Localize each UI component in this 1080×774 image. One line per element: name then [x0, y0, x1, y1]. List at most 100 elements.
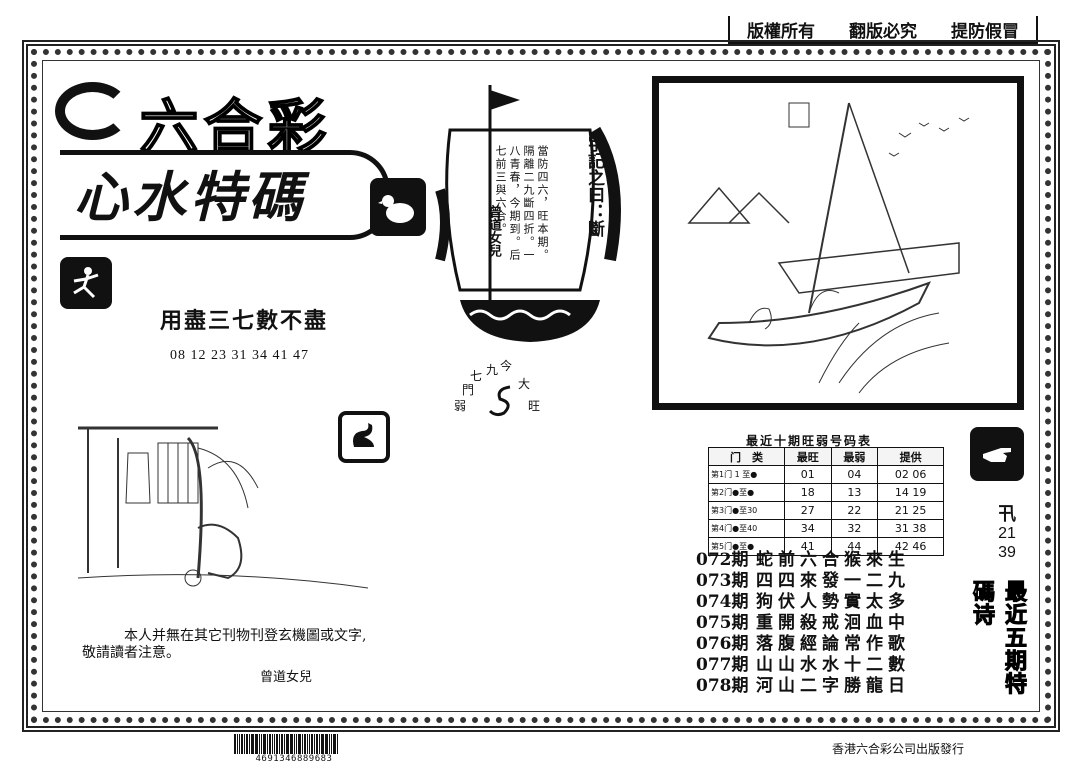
provide-cell: 42 46 — [877, 537, 944, 556]
table-title: 最近十期旺弱号码表 — [746, 434, 873, 448]
lucky-numbers: 08 12 23 31 34 41 47 — [170, 348, 309, 363]
barcode-bar — [321, 734, 324, 754]
disclaimer-signature: 曾道女兒 — [260, 670, 313, 685]
barcode-bar — [239, 734, 240, 754]
hot-cell: 34 — [784, 519, 832, 538]
list-item: 075期重開殺戒洄血中 — [696, 613, 936, 634]
seal-char: 九 — [486, 363, 499, 377]
seal-char: 今 — [500, 359, 513, 373]
notice-no-reprint: 翻版必究 — [849, 21, 917, 42]
barcode-bar — [276, 734, 278, 754]
table-row: 第1门 1 至● 01 04 02 06 — [708, 465, 944, 484]
period-verse: 落腹經論常作歌 — [756, 634, 910, 654]
barcode-bar — [319, 734, 320, 754]
sail-verse: 當防四六，旺本期。隔離二九斷四折。一八青春，今期到。后七前三與六合。 — [494, 145, 549, 262]
weak-cell: 32 — [830, 519, 879, 538]
door-cell: 第2门●至● — [708, 483, 785, 502]
disclaimer: 本人并無在其它刊物刊登玄機圖或文字, 敬請讀者注意。 — [82, 628, 392, 662]
seal-char: 七 — [470, 369, 483, 383]
dancer-icon — [60, 257, 112, 309]
door-cell: 第5门●至● — [708, 537, 785, 556]
barcode-bar — [290, 734, 293, 754]
page-border — [22, 40, 1060, 732]
barcode-bar — [286, 734, 289, 754]
barcode-bar — [333, 734, 336, 754]
pointing-hand-icon — [970, 427, 1024, 481]
barcode-bar — [302, 734, 303, 754]
hot-cell: 01 — [784, 465, 832, 484]
barcode-bar — [246, 734, 248, 754]
weak-cell: 13 — [830, 483, 879, 502]
barcode-bar — [294, 734, 295, 754]
side-label: 最近五期特碼诗 — [969, 580, 1028, 696]
sail-signature: 曾道女兒 — [486, 205, 501, 257]
list-item: 078期河山二字勝龍日 — [696, 676, 936, 697]
disclaimer-line-2: 敬請讀者注意。 — [82, 645, 180, 661]
barcode-bar — [314, 734, 315, 754]
door-cell: 第4门●至40 — [708, 519, 785, 538]
barcode-bar — [255, 734, 258, 754]
side-glyph: 卂 — [998, 504, 1016, 524]
weak-cell: 04 — [830, 465, 879, 484]
notice-copyright: 版權所有 — [747, 21, 815, 42]
table-row: 第2门●至● 18 13 14 19 — [708, 483, 944, 502]
page-subtitle: 心水特碼 — [60, 150, 390, 240]
barcode-bar — [337, 734, 338, 754]
col-header-provide: 提供 — [877, 447, 944, 466]
col-header-door: 门 类 — [708, 447, 785, 466]
period-id: 072期 — [696, 550, 749, 570]
period-id: 075期 — [696, 613, 749, 633]
snake-seal: 今 九 七 大 門 弱 旺 — [440, 355, 570, 425]
period-id: 073期 — [696, 571, 749, 591]
barcode-bar — [272, 734, 273, 754]
period-verses: 072期蛇前六合猴來生 073期四四來發一二九 074期狗伏人勢實太多 075期… — [696, 550, 936, 697]
barcode-number: 4691346889683 — [255, 754, 333, 764]
hen-icon — [370, 178, 426, 236]
provide-cell: 02 06 — [877, 465, 944, 484]
period-id: 078期 — [696, 676, 749, 696]
barcode-bar — [234, 734, 236, 754]
period-verse: 山山水水十二數 — [756, 655, 910, 675]
barcode-bar — [284, 734, 285, 754]
side-numbers: 卂 21 39 — [990, 505, 1024, 562]
sailing-ship-illustration — [435, 85, 621, 342]
side-number-1: 21 — [998, 525, 1016, 542]
period-id: 076期 — [696, 634, 749, 654]
hot-cell: 27 — [784, 501, 832, 520]
period-verse: 狗伏人勢實太多 — [756, 592, 910, 612]
hot-cell: 41 — [784, 537, 832, 556]
seal-char: 門 — [462, 383, 475, 397]
sail-title: 字記之曰：斷 — [584, 135, 604, 237]
period-verse: 蛇前六合猴來生 — [756, 550, 910, 570]
barcode-bar — [311, 734, 313, 754]
disclaimer-line-1: 本人并無在其它刊物刊登玄機圖或文字, — [124, 628, 367, 644]
period-verse: 重開殺戒洄血中 — [756, 613, 910, 633]
barcode-bar — [274, 734, 275, 754]
period-verse: 四四來發一二九 — [756, 571, 910, 591]
list-item: 072期蛇前六合猴來生 — [696, 550, 936, 571]
barcode-bar — [298, 734, 301, 754]
barcode-bar — [331, 734, 332, 754]
publisher: 香港六合彩公司出版發行 — [832, 742, 965, 756]
hot-cold-numbers-table: 门 类 最旺 最弱 提供 第1门 1 至● 01 04 02 06 第2门●至●… — [708, 447, 944, 556]
barcode-bar — [241, 734, 243, 754]
barcode-bar — [263, 734, 266, 754]
notice-beware-fake: 提防假冒 — [951, 21, 1019, 42]
barcode-bar — [237, 734, 238, 754]
provide-cell: 14 19 — [877, 483, 944, 502]
door-cell: 第3门●至30 — [708, 501, 785, 520]
barcode-bars — [234, 734, 354, 754]
barcode-bar — [259, 734, 260, 754]
garden-illustration — [78, 426, 368, 589]
table-row: 第5门●至● 41 44 42 46 — [708, 537, 944, 556]
barcode-bar — [279, 734, 280, 754]
door-cell: 第1门 1 至● — [708, 465, 785, 484]
barcode-bar — [325, 734, 328, 754]
barcode-bar — [309, 734, 310, 754]
provide-cell: 21 25 — [877, 501, 944, 520]
weak-cell: 22 — [830, 501, 879, 520]
barcode-bar — [261, 734, 262, 754]
seal-char: 弱 — [454, 399, 467, 413]
boat-painting — [652, 76, 1024, 410]
period-verse: 河山二字勝龍日 — [756, 676, 910, 696]
